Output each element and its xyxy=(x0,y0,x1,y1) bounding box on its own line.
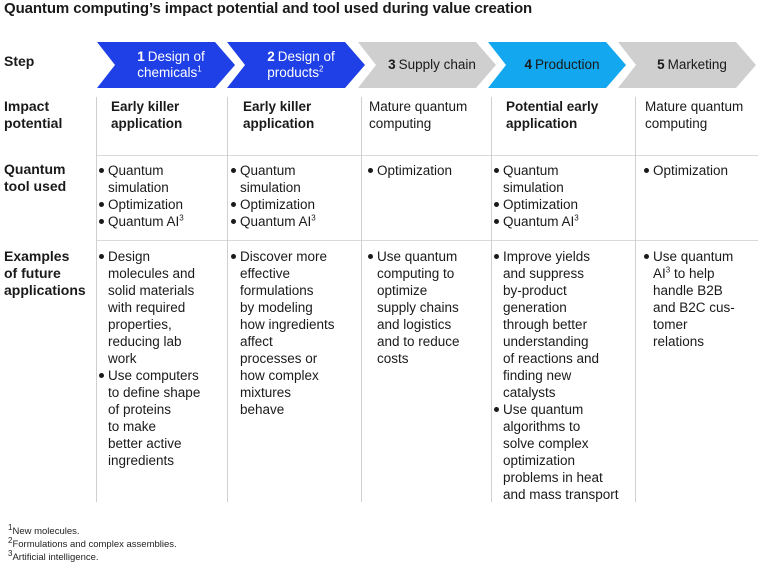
footnote: 3Artificial intelligence. xyxy=(8,548,99,563)
footnotes: 1New molecules.2Formulations and complex… xyxy=(8,522,177,564)
column-divider xyxy=(491,97,492,502)
tool-item: Optimization xyxy=(230,196,316,213)
step-arrow-fill xyxy=(227,42,365,88)
step-arrow-shape xyxy=(488,42,626,88)
tool-cell: Optimization xyxy=(643,162,728,179)
step-number: 2 xyxy=(267,49,275,64)
step-arrow-fill xyxy=(358,42,496,88)
column-divider xyxy=(635,97,636,502)
step-number: 4 xyxy=(524,57,532,72)
step-arrow-shape xyxy=(97,42,235,88)
footnote: 1New molecules. xyxy=(8,522,80,537)
tool-item: Quantum AI3 xyxy=(98,213,184,230)
row-divider xyxy=(96,240,758,241)
step-number: 3 xyxy=(388,57,396,72)
column-divider xyxy=(96,97,97,502)
step-arrow-fill xyxy=(488,42,626,88)
step-arrow-shape xyxy=(227,42,365,88)
step-arrow-shape xyxy=(618,42,756,88)
tool-item: Quantum AI3 xyxy=(493,213,579,230)
step-number: 5 xyxy=(657,57,665,72)
row-label-step: Step xyxy=(4,53,35,69)
tool-item: Optimization xyxy=(98,196,184,213)
row-divider xyxy=(96,155,758,156)
step-number: 1 xyxy=(137,49,145,64)
tool-list: Optimization xyxy=(643,162,728,179)
tool-item: Quantum AI3 xyxy=(230,213,316,230)
column-divider xyxy=(361,97,362,502)
tool-item: Optimization xyxy=(493,196,579,213)
tool-list: Optimization xyxy=(367,162,452,179)
step-arrow-fill xyxy=(618,42,756,88)
chart-title: Quantum computing’s impact potential and… xyxy=(4,0,533,17)
step-arrow-fill xyxy=(97,42,235,88)
step-arrow-shape xyxy=(358,42,496,88)
column-divider xyxy=(227,97,228,502)
tool-item: Optimization xyxy=(367,162,452,179)
tool-item: Optimization xyxy=(643,162,728,179)
tool-cell: Optimization xyxy=(367,162,452,179)
footnote: 2Formulations and complex assemblies. xyxy=(8,535,177,550)
